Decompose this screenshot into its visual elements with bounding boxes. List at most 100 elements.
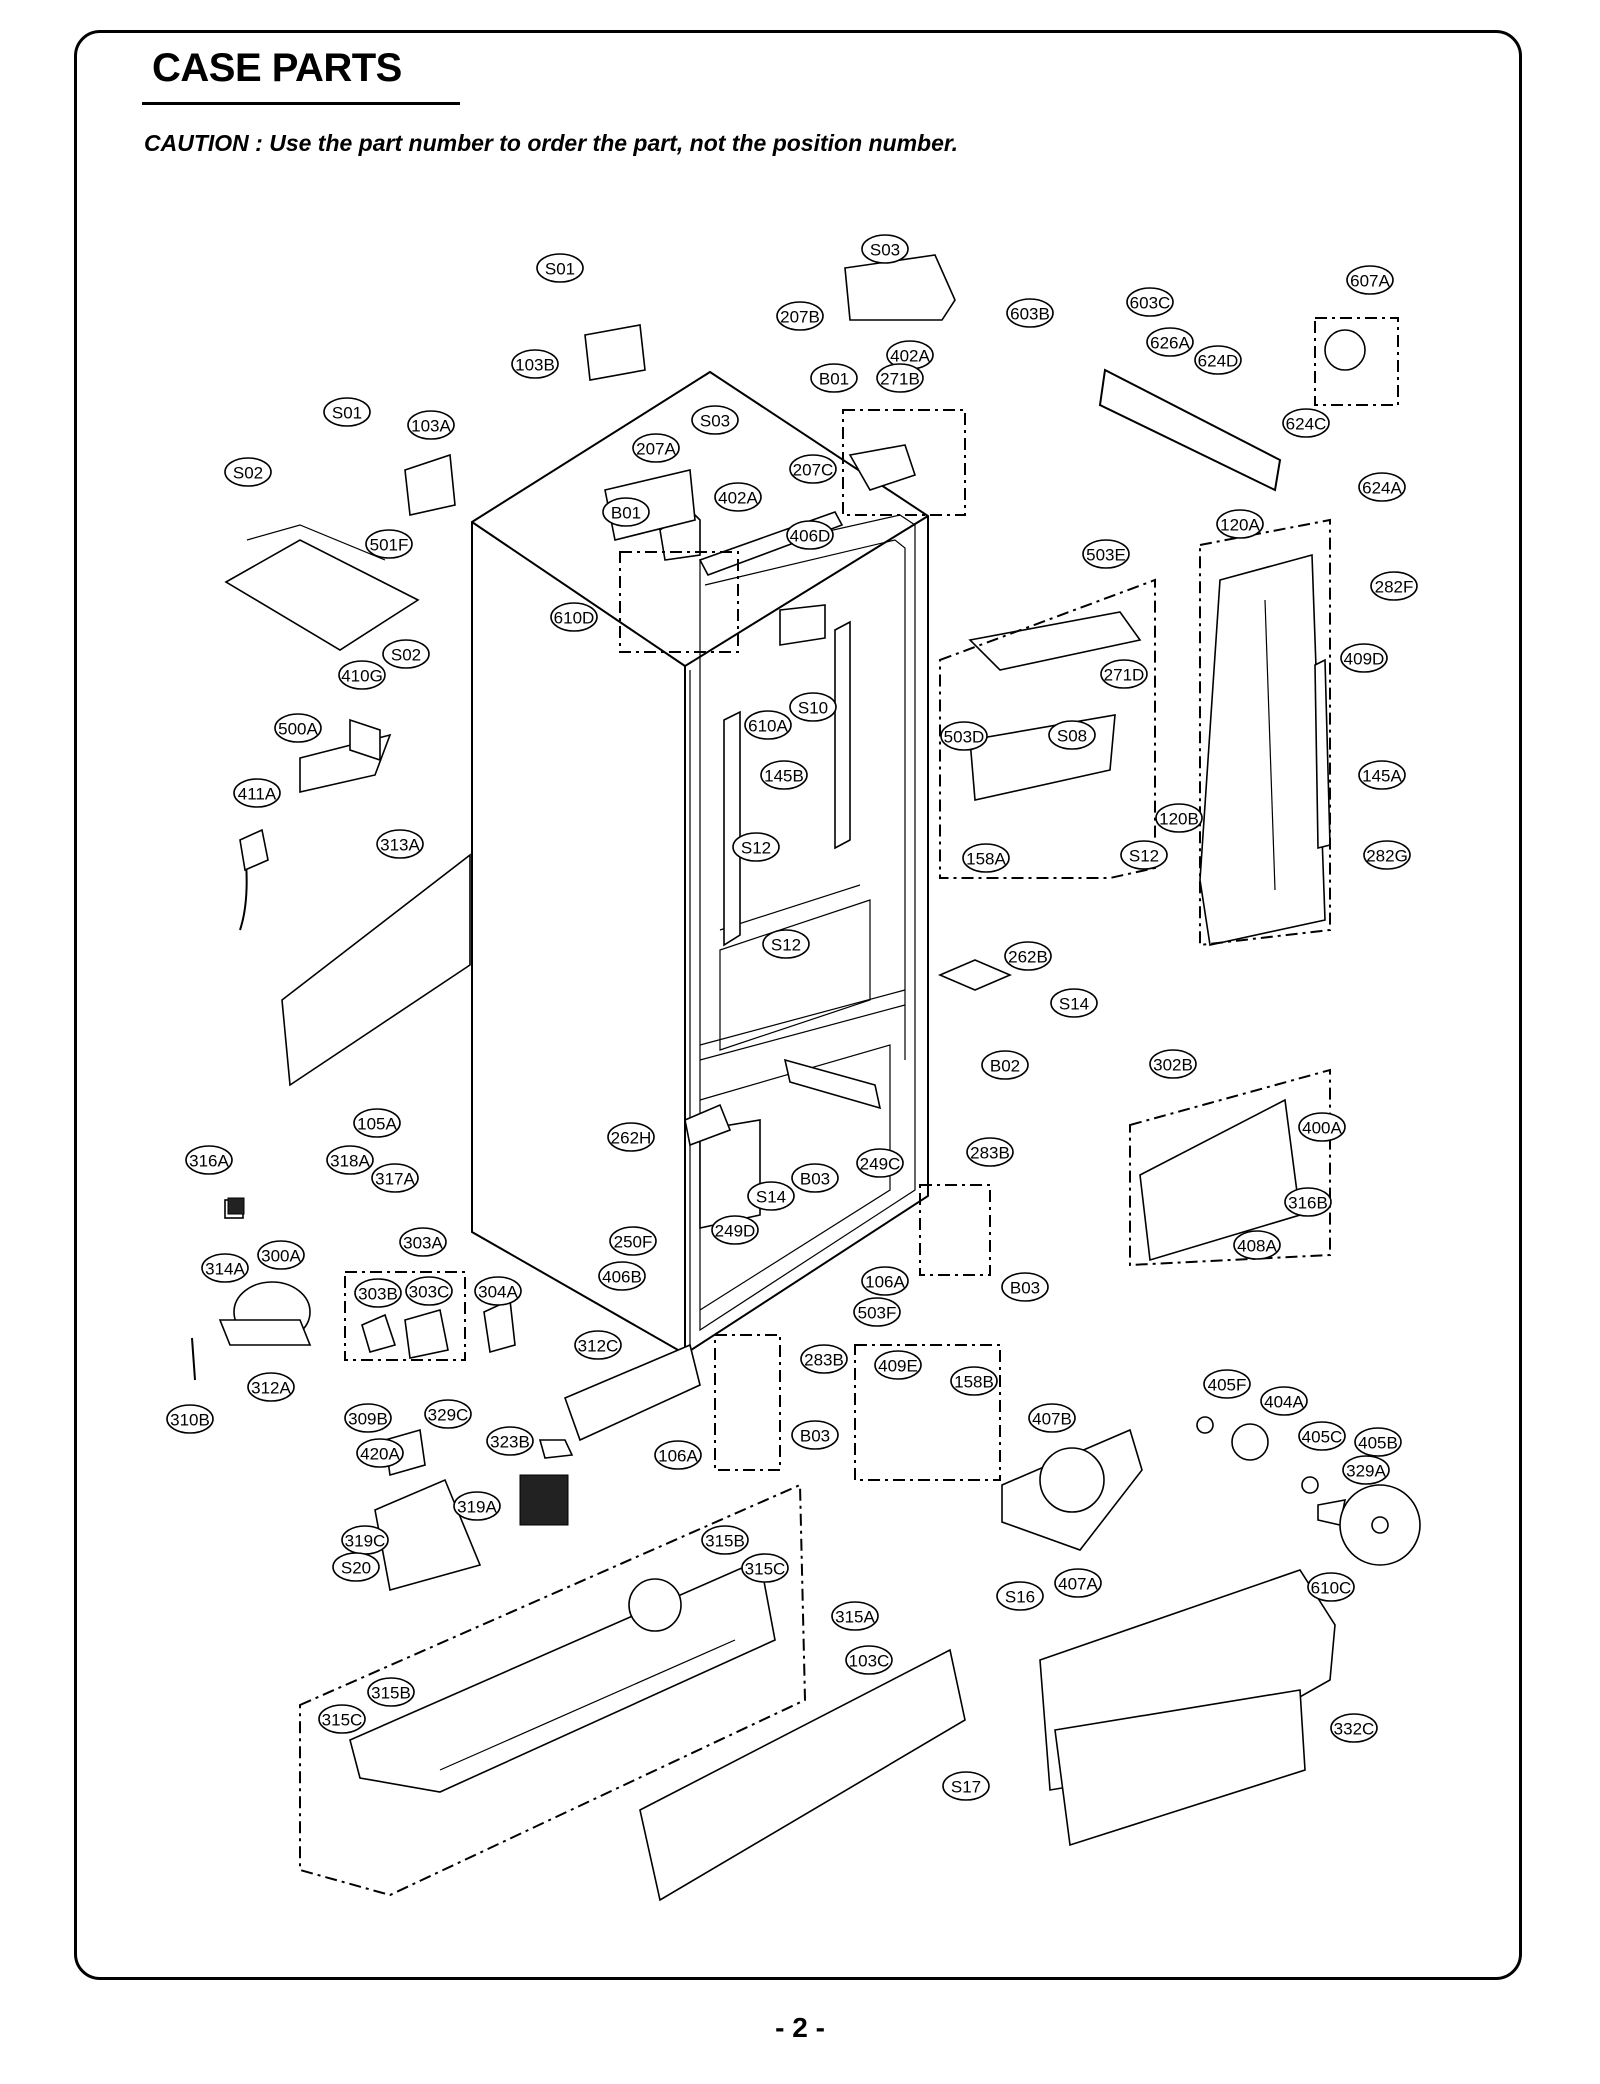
callout-label: 405C [1302,1428,1343,1447]
callout-404a: 404A [1260,1386,1308,1416]
callout-label: 610D [554,609,595,628]
callout-label: 402A [890,347,930,366]
callout-label: 610A [748,717,788,736]
callout-label: 145A [1362,767,1402,786]
callout-282f: 282F [1370,571,1418,601]
callout-s12: S12 [762,929,810,959]
callout-300a: 300A [257,1240,305,1270]
callout-207a: 207A [632,433,680,463]
callout-b01: B01 [810,363,858,393]
callout-label: 262B [1008,948,1048,967]
callout-label: 312A [251,1379,291,1398]
callout-label: 405F [1208,1376,1247,1395]
callout-610d: 610D [550,602,598,632]
callout-501f: 501F [365,529,413,559]
page-border [74,30,1522,1980]
callout-103a: 103A [407,410,455,440]
callout-label: 405B [1358,1434,1398,1453]
callout-262b: 262B [1004,941,1052,971]
callout-label: 332C [1334,1720,1375,1739]
callout-105a: 105A [353,1108,401,1138]
callout-label: 283B [970,1144,1010,1163]
callout-283b: 283B [800,1344,848,1374]
callout-label: 329A [1346,1462,1386,1481]
callout-label: S02 [391,646,421,665]
callout-s08: S08 [1048,720,1096,750]
callout-label: 282G [1366,847,1408,866]
callout-503d: 503D [940,721,988,751]
callout-label: 624D [1198,352,1239,371]
callout-s12: S12 [1120,840,1168,870]
callout-250f: 250F [609,1226,657,1256]
callout-label: 610C [1311,1579,1352,1598]
callout-label: 262H [611,1129,652,1148]
callout-label: 503D [944,728,985,747]
callout-label: S12 [741,839,771,858]
callout-label: 207C [793,461,834,480]
callout-label: 303B [358,1285,398,1304]
callout-label: 624C [1286,415,1327,434]
callout-label: 271B [880,370,920,389]
callout-label: S10 [798,699,828,718]
callout-145b: 145B [760,760,808,790]
callout-label: 402A [718,489,758,508]
callout-106a: 106A [861,1266,909,1296]
callout-315b: 315B [367,1677,415,1707]
callout-label: S01 [545,260,575,279]
callout-158a: 158A [962,843,1010,873]
refrigerator-cabinet [471,370,929,1356]
callout-s14: S14 [747,1181,795,1211]
callout-303c: 303C [405,1276,453,1306]
callout-label: 250F [614,1233,653,1252]
callout-408a: 408A [1233,1230,1281,1260]
callout-603b: 603B [1006,298,1054,328]
fan-assembly [1001,1416,1421,1566]
callout-503e: 503E [1082,539,1130,569]
callout-label: 315C [745,1560,786,1579]
callout-s17: S17 [942,1771,990,1801]
callout-label: 120A [1220,516,1260,535]
callout-label: S14 [756,1188,786,1207]
callout-409d: 409D [1340,643,1388,673]
callout-332c: 332C [1330,1713,1378,1743]
callout-406d: 406D [786,520,834,550]
callout-label: 207A [636,440,676,459]
callout-label: 329C [428,1406,469,1425]
callout-302b: 302B [1149,1049,1197,1079]
callout-label: 106A [658,1447,698,1466]
page-title: CASE PARTS [152,46,402,90]
callout-317a: 317A [371,1163,419,1193]
callout-402a: 402A [886,340,934,370]
callout-303b: 303B [354,1278,402,1308]
callout-610c: 610C [1307,1572,1355,1602]
callout-label: 249C [860,1155,901,1174]
callout-label: S01 [332,404,362,423]
callout-s16: S16 [996,1581,1044,1611]
callout-409e: 409E [874,1350,922,1380]
callout-label: 626A [1150,334,1190,353]
callout-label: 409D [1344,650,1385,669]
callout-b03: B03 [1001,1272,1049,1302]
page-number: - 2 - [775,2012,825,2043]
callout-label: 106A [865,1273,905,1292]
callout-120b: 120B [1155,803,1203,833]
callout-314a: 314A [201,1253,249,1283]
callout-label: 303A [403,1234,443,1253]
callout-label: 406D [790,527,831,546]
callout-406b: 406B [598,1261,646,1291]
callout-label: S12 [1129,847,1159,866]
callout-label: 607A [1350,272,1390,291]
callout-407a: 407A [1054,1568,1102,1598]
callout-label: 303C [409,1283,450,1302]
callout-label: 105A [357,1115,397,1134]
callout-label: S20 [341,1559,371,1578]
callout-310b: 310B [166,1404,214,1434]
base-plate [299,1483,966,1902]
callout-319c: 319C [341,1525,389,1555]
callout-label: 603B [1010,305,1050,324]
callout-label: 406B [602,1268,642,1287]
callout-s14: S14 [1050,988,1098,1018]
callout-411a: 411A [233,778,281,808]
callout-s03: S03 [691,405,739,435]
callout-label: 319C [345,1532,386,1551]
